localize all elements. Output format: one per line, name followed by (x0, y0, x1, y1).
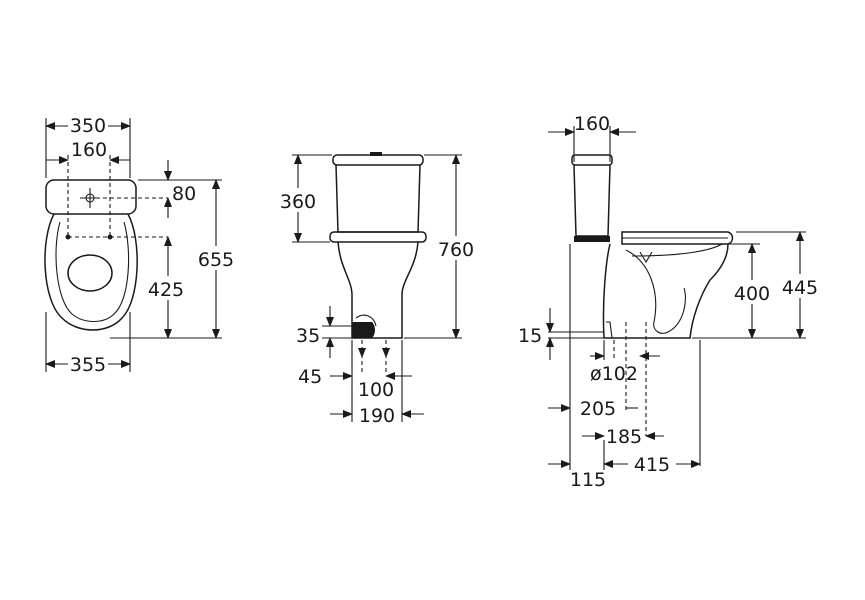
dim-760: 760 (438, 239, 474, 261)
top-view: 350 160 80 425 655 355 (44, 115, 238, 376)
top-seat-outline (55, 221, 130, 323)
dim-35: 35 (296, 325, 320, 347)
dim-160-top: 160 (71, 139, 107, 161)
side-view: 160 400 445 15 ø102 205 (518, 113, 822, 491)
dim-400: 400 (734, 283, 770, 305)
dim-415: 415 (634, 454, 670, 476)
front-cistern-body (335, 164, 421, 233)
side-cistern-lid (571, 154, 613, 166)
dim-160-side: 160 (574, 113, 610, 135)
dim-655: 655 (198, 249, 234, 271)
dim-45: 45 (298, 366, 322, 388)
front-cistern-lid (332, 154, 424, 166)
front-outlet-fitting (352, 322, 375, 338)
side-cistern-body (573, 164, 611, 237)
dim-205: 205 (580, 398, 616, 420)
dim-15: 15 (518, 325, 542, 347)
dim-190: 190 (359, 405, 395, 427)
dim-100: 100 (358, 379, 394, 401)
dim-185: 185 (606, 426, 642, 448)
dim-80: 80 (172, 183, 196, 205)
front-view: 360 760 35 45 100 190 (276, 152, 478, 427)
dim-115: 115 (570, 469, 606, 491)
front-seat (329, 231, 427, 243)
dim-360: 360 (280, 191, 316, 213)
dim-355: 355 (70, 354, 106, 376)
dim-425: 425 (148, 279, 184, 301)
dim-o102: ø102 (590, 363, 638, 385)
front-pedestal (337, 241, 419, 339)
top-bowl-opening (67, 254, 113, 292)
side-bowl-body (602, 243, 729, 339)
side-trapway (625, 249, 686, 334)
dim-350: 350 (70, 115, 106, 137)
top-cistern-outline (45, 179, 137, 215)
dim-445: 445 (782, 277, 818, 299)
side-outlet (606, 321, 613, 339)
top-bowl-outline (44, 213, 138, 331)
